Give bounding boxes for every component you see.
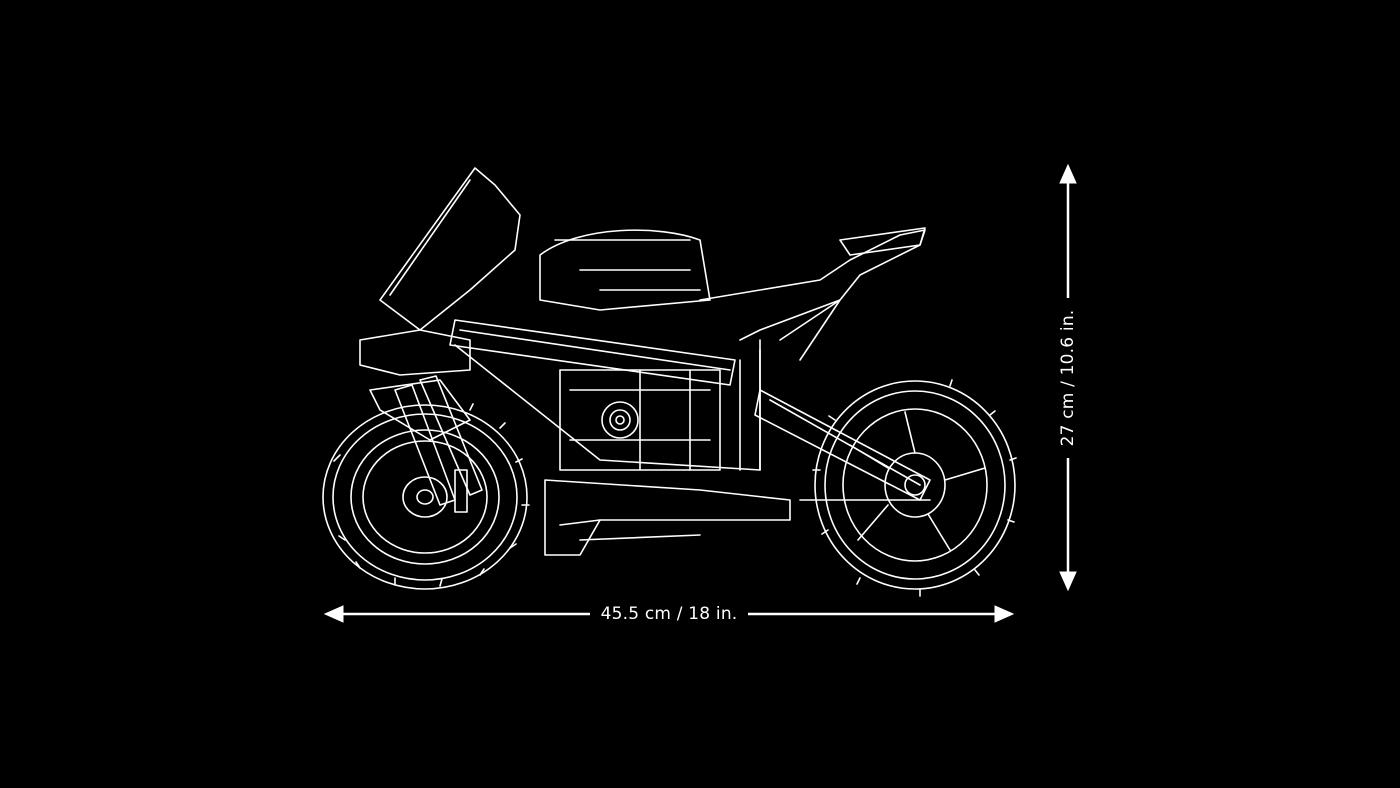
engine [559,369,721,471]
motorcycle-illustration [322,167,1017,597]
arrow-up-icon [1059,163,1077,184]
width-dimension-label: 45.5 cm / 18 in. [592,604,746,624]
arrow-right-icon [994,605,1015,623]
front-fairing [359,167,521,441]
fuel-tank [539,229,711,311]
width-dimension-arrow [323,605,1015,623]
front-fork [394,375,483,513]
belly-pan [544,479,791,556]
height-dimension-label: 27 cm / 10.6 in. [1058,301,1078,455]
tail-section [699,227,926,361]
arrow-left-icon [323,605,344,623]
height-dimension-arrow [1059,163,1077,592]
swingarm [754,389,931,501]
frame [449,319,761,471]
front-wheel [322,403,530,590]
arrow-down-icon [1059,571,1077,592]
rear-wheel [812,379,1017,597]
